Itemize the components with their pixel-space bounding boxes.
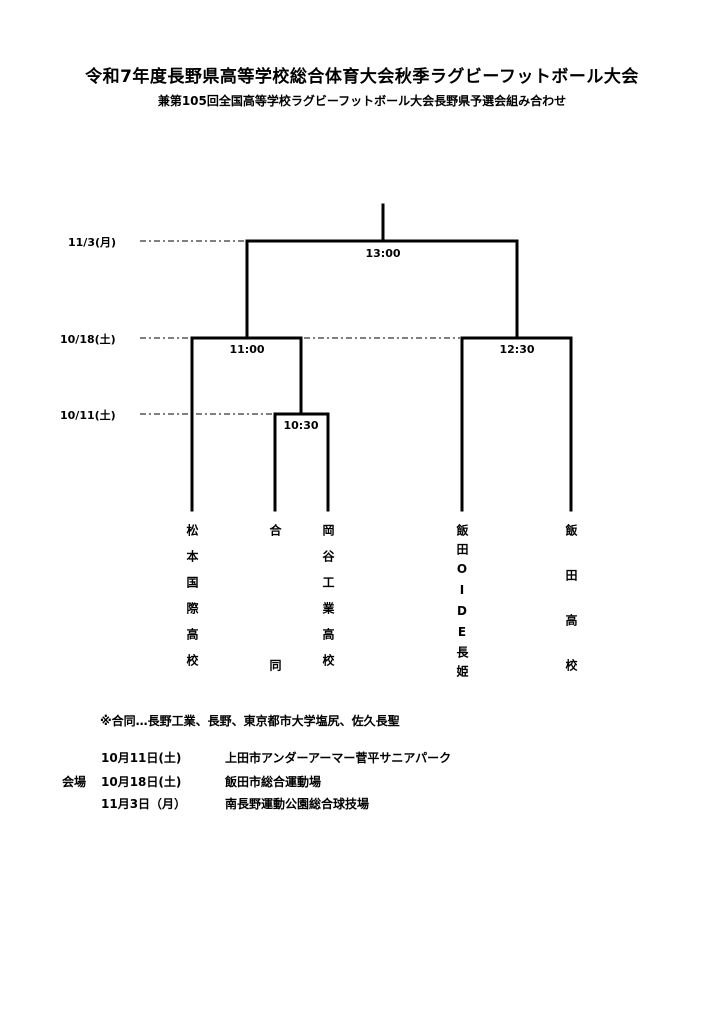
team-iida-oide-osahime: 飯田OIDE長姫 bbox=[455, 524, 469, 684]
date-semi: 10/18(土) bbox=[60, 333, 116, 346]
venue-place: 南長野運動公園総合球技場 bbox=[225, 797, 370, 811]
venue-place: 飯田市総合運動場 bbox=[225, 775, 322, 789]
venue-date: 10月11日(土) bbox=[101, 751, 182, 765]
time-semi-right: 12:30 bbox=[499, 343, 535, 356]
semi-left-bar bbox=[190, 239, 303, 340]
page-subtitle: 兼第105回全国高等学校ラグビーフットボール大会長野県予選会組み合わせ bbox=[157, 94, 567, 108]
page-title: 令和7年度長野県高等学校総合体育大会秋季ラグビーフットボール大会 bbox=[85, 67, 639, 87]
team-iida: 飯田高校 bbox=[564, 524, 578, 704]
semi-right-bar bbox=[460, 239, 573, 340]
date-final: 11/3(月) bbox=[68, 236, 117, 249]
joint-team-note: ※合同…長野工業、長野、東京都市大学塩尻、佐久長聖 bbox=[100, 714, 400, 728]
line-first-round bbox=[273, 336, 330, 416]
venue-label: 会場 bbox=[62, 775, 87, 789]
time-final: 13:00 bbox=[365, 247, 401, 260]
venue-place: 上田市アンダーアーマー菅平サニアパーク bbox=[225, 751, 452, 765]
team-matsumoto-kokusai: 松本国際高校 bbox=[185, 524, 199, 680]
time-first: 10:30 bbox=[283, 419, 319, 432]
team-okaya-kogyo: 岡谷工業高校 bbox=[321, 524, 335, 680]
time-semi-left: 11:00 bbox=[229, 343, 265, 356]
venue-date: 10月18日(土) bbox=[101, 775, 182, 789]
venue-date: 11月3日（月） bbox=[101, 797, 187, 811]
date-first: 10/11(土) bbox=[60, 409, 116, 422]
team-goudou: 合同 bbox=[268, 524, 282, 794]
